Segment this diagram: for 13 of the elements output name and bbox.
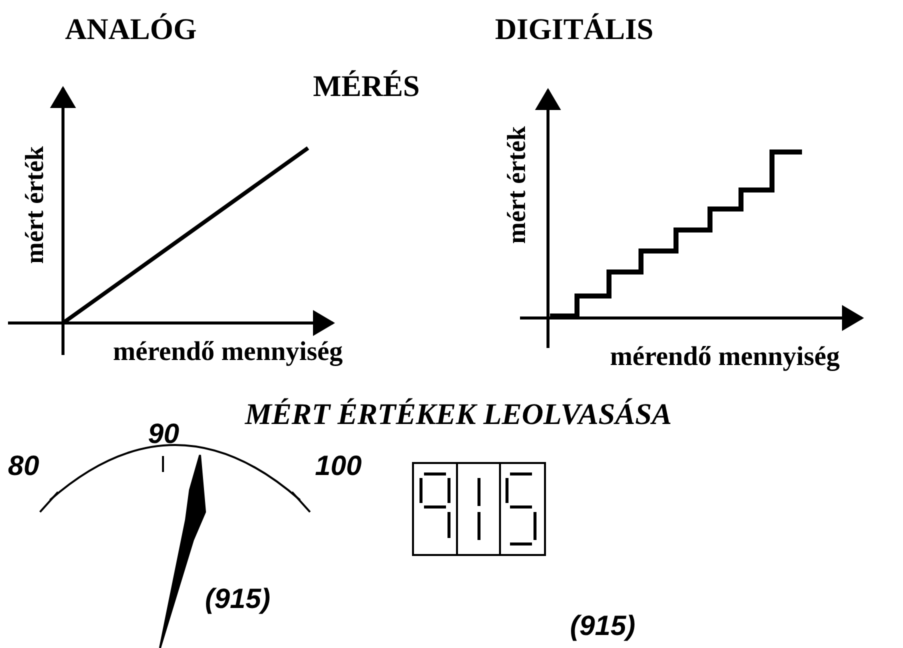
heading: MÉRÉS <box>313 72 420 102</box>
heading: MÉRT ÉRTÉKEK LEOLVASÁSA <box>245 400 672 430</box>
scale-label: 90 <box>148 420 180 448</box>
axis-label: mérendő mennyiség <box>610 343 840 370</box>
reading-value: (915) <box>205 585 270 613</box>
axis-label: mért érték <box>504 126 530 244</box>
axis-label: mérendő mennyiség <box>113 338 343 365</box>
panel-title: ANALÓG <box>65 15 197 45</box>
axis-label: mért érték <box>22 146 48 264</box>
scale-label: 100 <box>315 452 362 480</box>
panel-title: DIGITÁLIS <box>495 15 654 45</box>
reading-value: (915) <box>570 612 636 640</box>
scale-label: 80 <box>8 452 40 480</box>
